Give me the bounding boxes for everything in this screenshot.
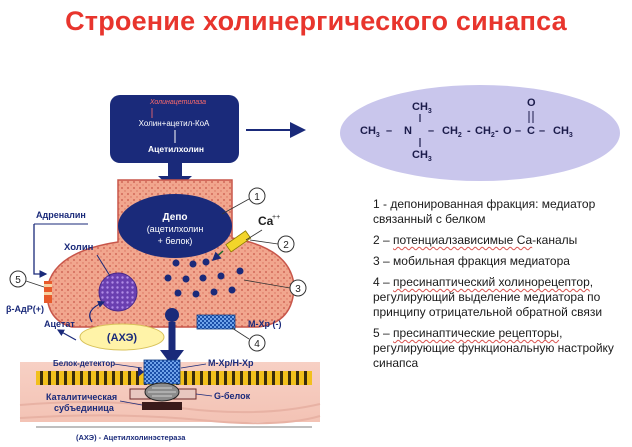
beta-adrenoreceptor bbox=[44, 281, 52, 303]
depot-line3: + белок) bbox=[158, 236, 193, 246]
adrenalin-line bbox=[33, 224, 48, 278]
label-footnote: (АХЭ) - Ацетилхолинэстераза bbox=[76, 433, 186, 442]
svg-text:CH2: CH2 bbox=[442, 125, 462, 139]
label-g-protein: G-белок bbox=[214, 391, 251, 401]
formula-structure: CH3 CH3 – N – CH2 - CH2 - O – C – CH3 O … bbox=[360, 97, 573, 163]
ca-sup: ++ bbox=[272, 214, 280, 221]
svg-text:5: 5 bbox=[15, 275, 21, 286]
svg-text:–: – bbox=[386, 125, 392, 137]
postsynaptic-receptor bbox=[138, 359, 181, 385]
legend: 1 - депонированная фракция: медиатор свя… bbox=[373, 197, 628, 377]
label-adrenalin: Адреналин bbox=[36, 210, 86, 220]
legend-item-3: 3 – мобильная фракция медиатора bbox=[373, 254, 570, 268]
depot-vesicle bbox=[118, 194, 232, 258]
svg-text:CH3: CH3 bbox=[412, 149, 432, 163]
label-catalytic1: Каталитическая bbox=[46, 392, 117, 402]
enzyme-label: Холинацетилаза bbox=[149, 99, 206, 106]
legend-item-5: 5 – пресинаптические рецепторы, регулиру… bbox=[373, 326, 614, 370]
number-marker-3: 3 bbox=[243, 279, 307, 297]
depot-line2: (ацетилхолин bbox=[147, 224, 204, 234]
label-mh: М-Хр/Н-Хр bbox=[208, 358, 254, 368]
fusing-vesicle bbox=[165, 308, 179, 322]
legend-item-1: 1 - депонированная фракция: медиатор свя… bbox=[373, 197, 596, 226]
svg-text:-: - bbox=[495, 125, 499, 137]
svg-text:-: - bbox=[467, 125, 471, 137]
svg-text:–: – bbox=[515, 125, 521, 137]
svg-text:–: – bbox=[428, 125, 434, 137]
label-catalytic2: субъединица bbox=[54, 403, 115, 413]
depot-line1: Депо bbox=[163, 212, 188, 223]
legend-item-2: 2 – потенциалзависимые Са-каналы bbox=[373, 233, 578, 247]
label-m-minus: М-Хр (-) bbox=[248, 319, 282, 329]
legend-item-4: 4 – пресинаптический холинорецептор, рег… bbox=[373, 275, 603, 319]
label-belok-detector: Белок-детектор bbox=[53, 359, 115, 368]
reaction-label: Холин+ацетил-КоА bbox=[139, 119, 210, 128]
svg-text:CH2: CH2 bbox=[475, 125, 495, 139]
svg-text:O: O bbox=[527, 97, 536, 109]
svg-text:–: – bbox=[539, 125, 545, 137]
svg-text:3: 3 bbox=[295, 284, 301, 295]
ca-label: Ca bbox=[258, 214, 274, 228]
svg-text:2: 2 bbox=[283, 240, 289, 251]
number-marker-1: 1 bbox=[221, 187, 266, 215]
formula-ellipse bbox=[340, 85, 620, 181]
ache-label: (АХЭ) bbox=[107, 332, 137, 344]
svg-text:1: 1 bbox=[254, 192, 260, 203]
product-label: Ацетилхолин bbox=[148, 144, 204, 154]
number-marker-5: 5 bbox=[9, 270, 45, 288]
svg-text:O: O bbox=[503, 125, 512, 137]
svg-text:CH3: CH3 bbox=[553, 125, 573, 139]
number-marker-2: 2 bbox=[249, 235, 295, 253]
page-title: Строение холинергического синапса bbox=[65, 6, 567, 36]
choline-vesicle bbox=[98, 272, 138, 312]
svg-text:4: 4 bbox=[254, 339, 260, 350]
number-marker-4: 4 bbox=[231, 327, 266, 352]
g-protein bbox=[129, 382, 197, 410]
synthesis-box: Холинацетилаза Холин+ацетил-КоА Ацетилхо… bbox=[110, 95, 239, 163]
m-cholinoreceptor-presynaptic bbox=[196, 314, 236, 330]
svg-text:CH3: CH3 bbox=[360, 125, 380, 139]
svg-text:N: N bbox=[404, 125, 412, 137]
mobile-fraction-dots bbox=[164, 258, 244, 298]
svg-text:CH3: CH3 bbox=[412, 101, 432, 115]
label-acetat: Ацетат bbox=[44, 319, 75, 329]
svg-text:C: C bbox=[527, 125, 535, 137]
ache-ellipse bbox=[79, 323, 165, 351]
label-beta: β-АдР(+) bbox=[6, 304, 44, 314]
label-holin: Холин bbox=[64, 242, 94, 253]
ca-channel bbox=[211, 230, 252, 262]
